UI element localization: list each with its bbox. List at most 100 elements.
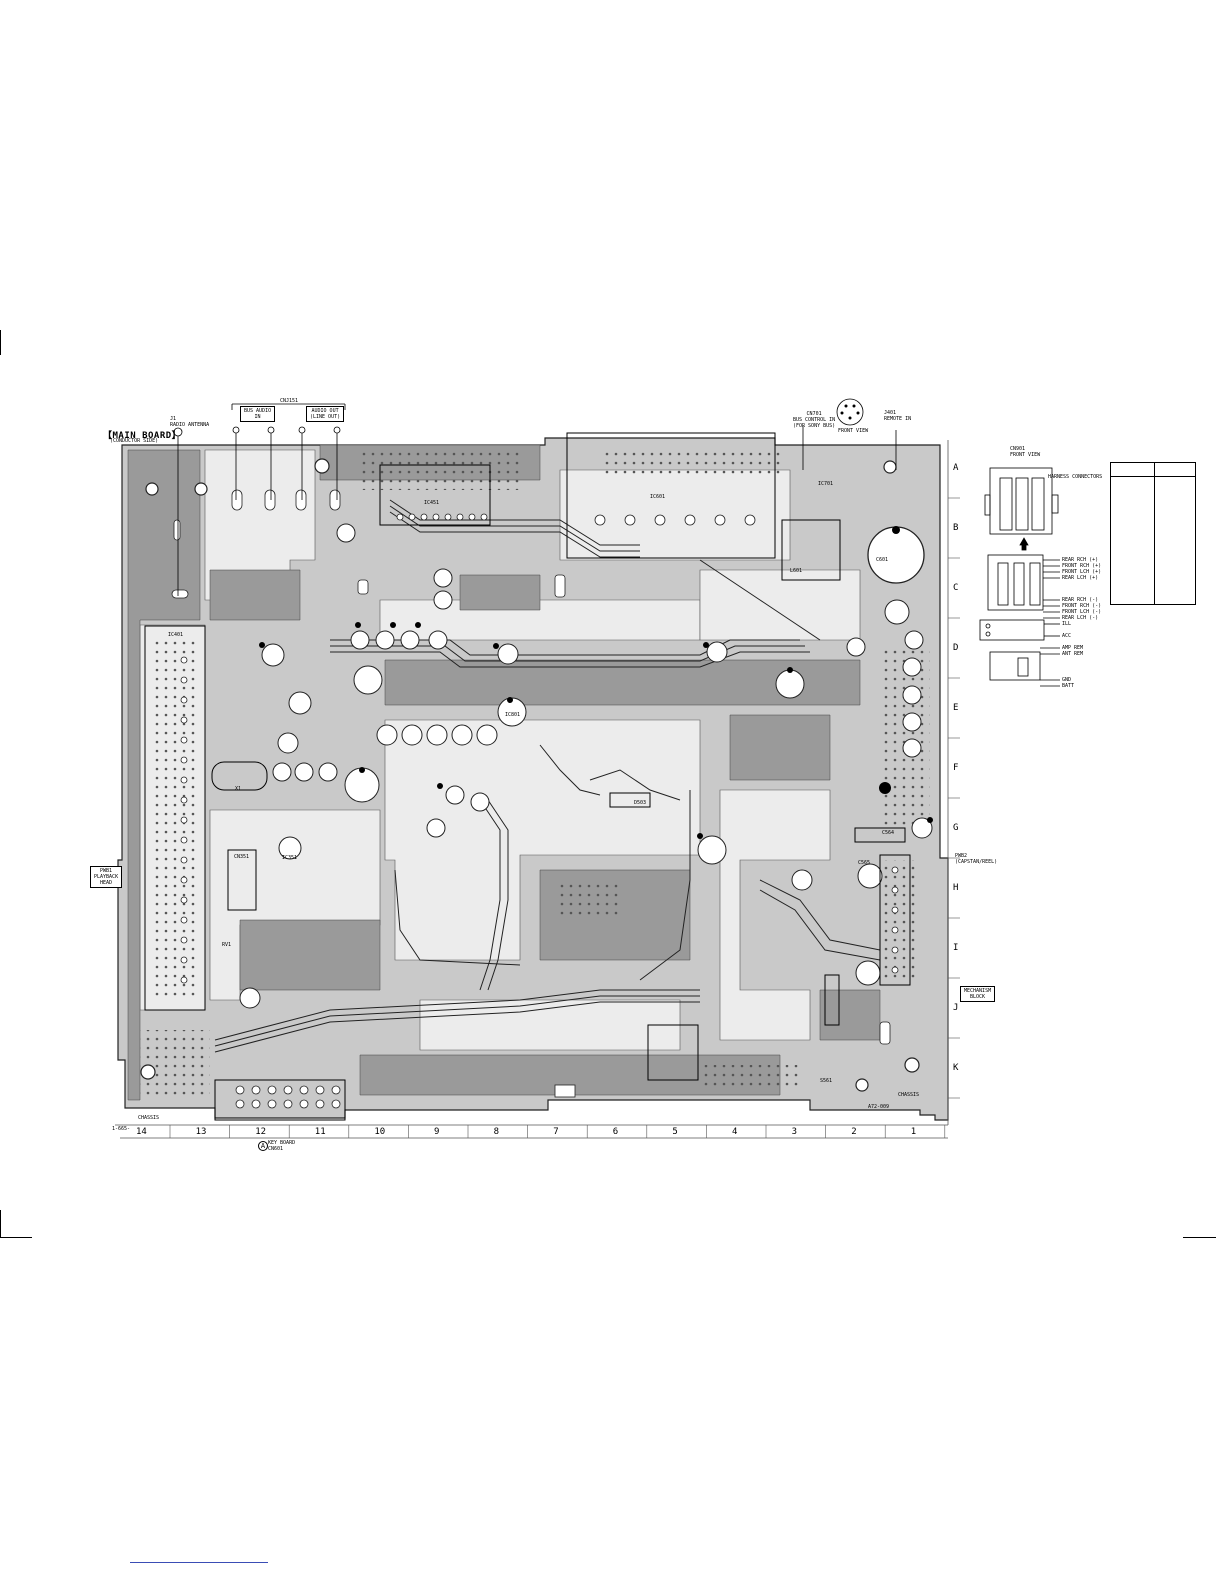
inductor-right (824, 974, 840, 1026)
region-center (384, 719, 701, 961)
harness-connector-diagram (979, 467, 1060, 687)
grid-col-4: 4 (732, 1127, 738, 1137)
part-ic451: IC451 (424, 500, 440, 506)
crop-mark-bottom-left-h (0, 1237, 32, 1238)
part-c565: C565 (858, 860, 871, 866)
cap-22 (426, 724, 448, 746)
cap-38 (902, 738, 922, 758)
capacitor-c601 (867, 526, 925, 584)
harness-pin-label: REAR LCH (+) (1062, 575, 1099, 581)
grid-col-1: 1 (910, 1127, 917, 1137)
harness-pin-label: ACC (1062, 633, 1072, 639)
reference-table-header (1111, 463, 1195, 477)
region-top-right (559, 469, 791, 561)
trace-bundle-15 (699, 559, 821, 641)
antenna-label: J1 RADIO ANTENNA (170, 416, 210, 428)
mount-hole-7 (883, 460, 897, 474)
harness-pin-label: ILL (1062, 621, 1072, 627)
grid-col-5: 5 (672, 1127, 678, 1137)
part-ic351: IC351 (282, 855, 298, 861)
harness-label: HARNESS CONNECTORS (1048, 474, 1103, 480)
cap-10 (353, 665, 383, 695)
grid-col-14: 14 (136, 1127, 147, 1137)
region-top-left (204, 449, 316, 601)
cap-34 (846, 637, 866, 657)
cap-33 (239, 987, 261, 1009)
cap-35 (902, 657, 922, 677)
cap-19 (344, 767, 380, 803)
mount-hole-3 (314, 458, 330, 474)
cap-36 (902, 685, 922, 705)
trace-bundle-18 (589, 769, 681, 801)
pour-right (819, 989, 881, 1041)
harness-pin-label: FRONT LCH (+) (1062, 569, 1102, 575)
harness-pin-label: AMP REM (1062, 645, 1084, 651)
chassis-label-2: CHASSIS (898, 1092, 920, 1098)
grid-row-h: H (953, 883, 959, 893)
cap-27 (426, 818, 446, 838)
cap-12 (706, 641, 728, 663)
trace-bundle-10 (479, 799, 501, 991)
crop-mark-bottom-right-h (1183, 1237, 1216, 1238)
grid-col-12: 12 (255, 1127, 267, 1137)
cap-39 (904, 630, 924, 650)
cap-6 (400, 630, 420, 650)
reference-table-divider (1154, 463, 1155, 604)
mechanism-label: MECHANISM BLOCK (960, 986, 996, 1002)
pour-upper-left (209, 569, 301, 621)
trace-bundle-8 (214, 995, 700, 1047)
pour-bottom (359, 1054, 781, 1096)
part-l601: L601 (790, 568, 803, 574)
part-ic601: IC601 (650, 494, 666, 500)
cap-7 (428, 630, 448, 650)
chassis-label-1: CHASSIS (138, 1115, 160, 1121)
cap-13 (775, 669, 805, 699)
part-c601: C601 (876, 557, 889, 563)
cap-41 (911, 817, 933, 839)
cap-28 (278, 836, 302, 860)
connector-cn351 (227, 849, 257, 911)
grid-col-11: 11 (314, 1127, 326, 1137)
grid-row-j: J (953, 1003, 959, 1013)
cap-9 (288, 691, 312, 715)
crystal-x1 (211, 761, 268, 791)
part-c564: C564 (882, 830, 895, 836)
bus-audio-in-label: BUS AUDIO IN (240, 406, 276, 422)
harness-pin-label: FRONT RCH (+) (1062, 563, 1102, 569)
cap-29 (697, 835, 727, 865)
switch-s561 (647, 1024, 699, 1081)
harness-pin-label: REAR LCH (-) (1062, 615, 1099, 621)
crop-mark-bottom-left-v (0, 1210, 1, 1237)
part-cn351: CN351 (234, 854, 250, 860)
grid-row-g: G (953, 823, 959, 833)
footer-underline[interactable] (130, 1562, 268, 1563)
board-serial: 1-665- (112, 1126, 131, 1132)
region-right (719, 789, 831, 1041)
grid-row-i: I (953, 943, 959, 953)
pwb1-label: PWB1 PLAYBACK HEAD (90, 866, 123, 888)
regulator-block (781, 519, 841, 581)
cnj151-label: CNJ151 (280, 398, 299, 404)
harness-pin-label: FRONT RCH (-) (1062, 603, 1102, 609)
cn901-label: CN901 FRONT VIEW (1010, 446, 1041, 458)
ic-ic451-outline (379, 464, 491, 526)
via-fields (140, 450, 930, 1100)
cap-2 (433, 568, 453, 588)
trace-bundle-7 (214, 989, 700, 1041)
harness-pin-label: ANT REM (1062, 651, 1084, 657)
grid-row-b: B (953, 523, 959, 533)
grid-row-k: K (953, 1063, 959, 1073)
cap-17 (294, 762, 314, 782)
cap-5 (375, 630, 395, 650)
cap-23 (451, 724, 473, 746)
trace-bundle-13 (759, 879, 881, 951)
cap-1 (336, 523, 356, 543)
cap-20 (376, 724, 398, 746)
trace-bundle-12 (639, 790, 691, 981)
grid-col-2: 2 (851, 1127, 857, 1137)
key-board-label: KEY BOARD CN601 (268, 1140, 296, 1152)
part-ic801: IC801 (505, 712, 521, 718)
cap-25 (445, 785, 465, 805)
key-board-marker: A (258, 1141, 268, 1151)
